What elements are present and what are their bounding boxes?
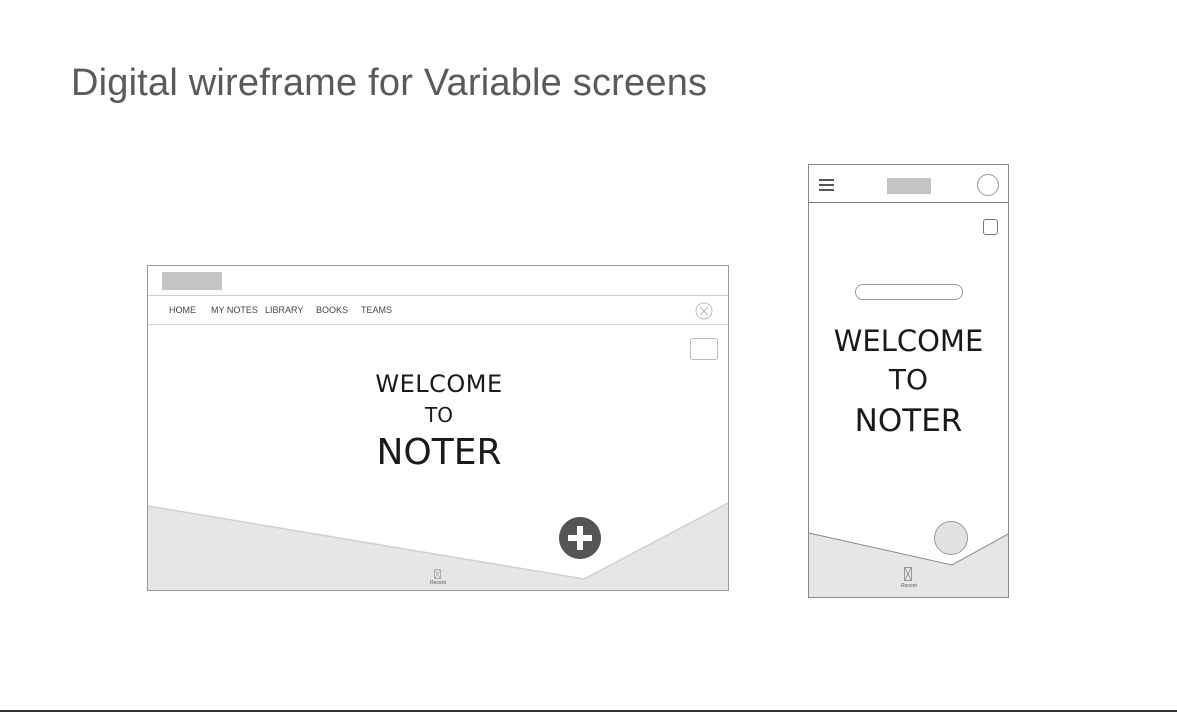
mobile-header [809,165,1008,203]
to-line: TO [425,403,453,427]
logo-placeholder [887,178,931,194]
bottom-divider [0,710,1177,712]
slide-title: Digital wireframe for Variable screens [71,62,708,104]
nav-item-my-notes[interactable]: MY NOTES [211,305,258,315]
recent-label[interactable]: Recent [901,583,917,589]
app-name: NOTER [376,432,502,473]
app-name: NOTER [854,403,963,439]
hourglass-icon[interactable] [434,569,441,579]
mobile-wireframe: WELCOME TO NOTER Recent [808,164,1009,598]
desktop-header [148,266,728,296]
desktop-welcome-heading: WELCOME TO NOTER [148,368,728,476]
mobile-checkbox[interactable] [983,219,998,235]
welcome-line: WELCOME [833,324,984,358]
hourglass-icon[interactable] [904,567,912,581]
close-circle-icon[interactable] [695,302,713,320]
mobile-welcome-heading: WELCOME TO NOTER [809,322,1008,442]
desktop-nav-bar: HOME MY NOTES LIBRARY BOOKS TEAMS [148,296,728,325]
add-note-button[interactable] [559,517,601,559]
nav-item-teams[interactable]: TEAMS [361,305,393,315]
hamburger-menu-icon[interactable] [819,179,834,191]
nav-item-books[interactable]: BOOKS [316,305,349,315]
nav-item-library[interactable]: LIBRARY [265,305,304,315]
mobile-search-input[interactable] [855,284,963,300]
logo-placeholder [162,272,222,290]
desktop-checkbox[interactable] [690,338,718,360]
profile-circle-icon[interactable] [977,174,999,196]
recent-label[interactable]: Recent [430,580,446,586]
desktop-bottom-panel [148,502,728,590]
desktop-wireframe: HOME MY NOTES LIBRARY BOOKS TEAMS WELCOM… [147,265,729,591]
mobile-bottom-panel [809,532,1008,597]
to-line: TO [888,363,929,396]
add-note-button[interactable] [934,521,968,555]
nav-item-home[interactable]: HOME [169,305,196,315]
welcome-line: WELCOME [375,370,503,398]
